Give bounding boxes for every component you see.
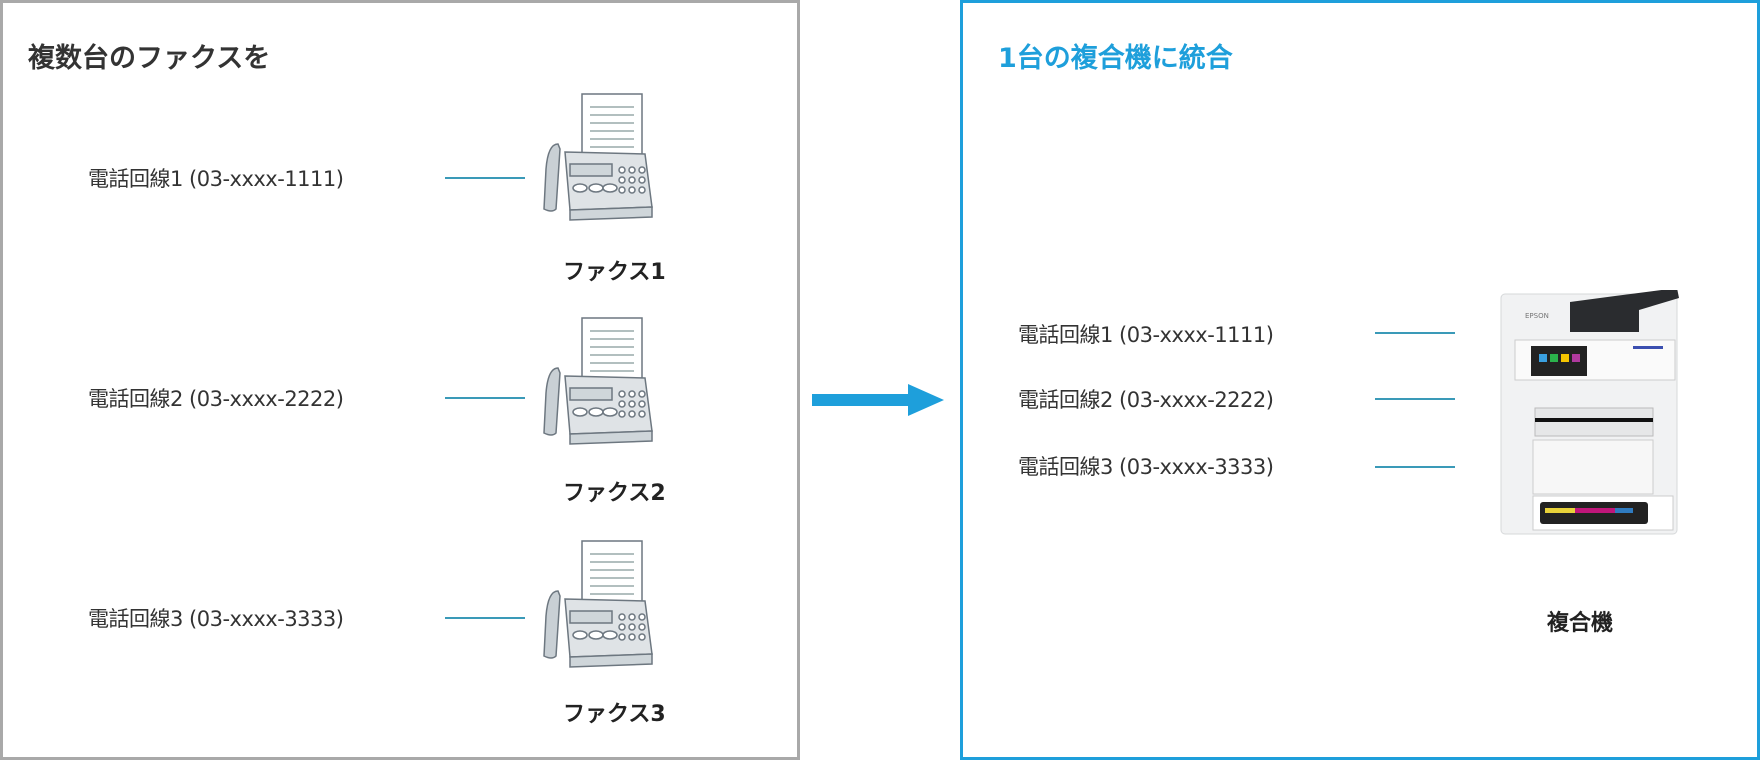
fax-machine-icon [543, 317, 653, 445]
before-title: 複数台のファクスを [28, 43, 271, 74]
connection-line [1375, 466, 1455, 468]
after-panel [960, 0, 1760, 760]
connection-line [1375, 332, 1455, 334]
phone-line-label: 電話回線2 (03-xxxx-2222) [1018, 388, 1274, 412]
phone-line-label: 電話回線3 (03-xxxx-3333) [1018, 455, 1274, 479]
brand-logo: EPSON [1525, 312, 1549, 320]
fax-label: ファクス1 [563, 260, 666, 285]
arrow-right-icon [812, 384, 944, 416]
connection-line [445, 617, 525, 619]
connection-line [445, 177, 525, 179]
connection-line [1375, 398, 1455, 400]
phone-line-label: 電話回線1 (03-xxxx-1111) [88, 167, 344, 191]
phone-line-label: 電話回線3 (03-xxxx-3333) [88, 607, 344, 631]
after-title: 1台の複合機に統合 [998, 43, 1233, 74]
fax-machine-icon [543, 93, 653, 221]
before-panel [0, 0, 800, 760]
connection-line [445, 397, 525, 399]
fax-label: ファクス2 [563, 481, 666, 506]
multifunction-printer-icon: EPSON [1500, 290, 1679, 535]
phone-line-label: 電話回線2 (03-xxxx-2222) [88, 387, 344, 411]
fax-label: ファクス3 [563, 702, 666, 727]
phone-line-label: 電話回線1 (03-xxxx-1111) [1018, 323, 1274, 347]
mfp-label: 複合機 [1547, 611, 1614, 636]
fax-machine-icon [543, 540, 653, 668]
